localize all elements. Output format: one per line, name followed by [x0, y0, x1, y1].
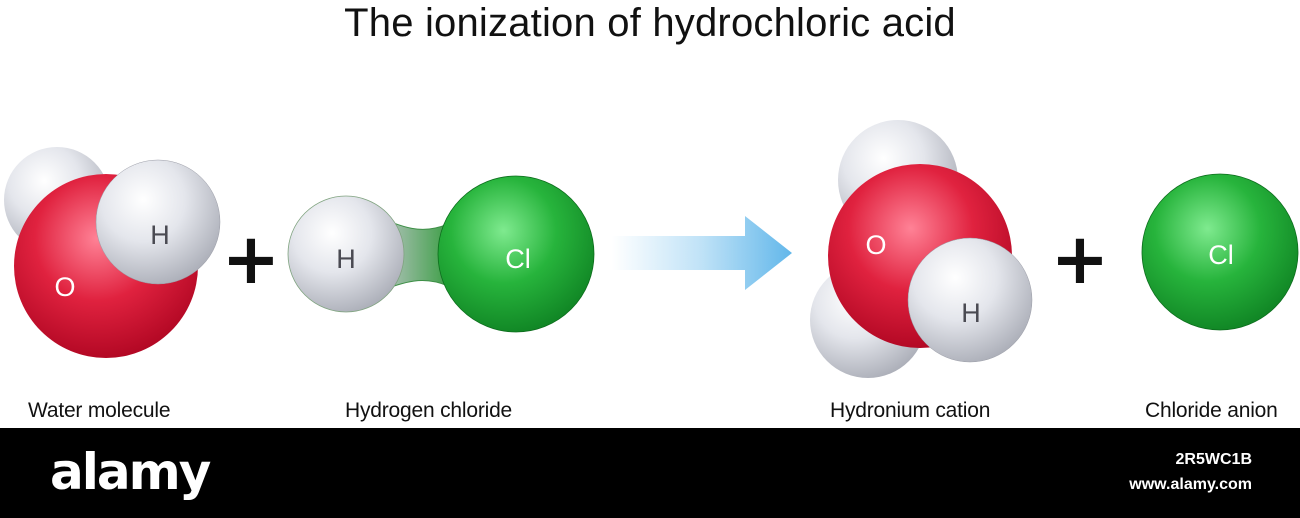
reaction-diagram: O H + H Cl O H + Cl [4, 120, 1299, 378]
plus-sign-left: + [222, 218, 281, 300]
hcl-hydrogen-label: H [336, 244, 356, 274]
water-molecule: O H [4, 147, 221, 358]
caption-water-molecule: Water molecule [28, 399, 171, 422]
hydronium-hydrogen-front-atom [907, 237, 1033, 363]
plus-sign-right: + [1051, 218, 1110, 300]
caption-chloride-anion: Chloride anion [1145, 399, 1278, 422]
water-oxygen-label: O [54, 272, 75, 302]
hydronium-oxygen-label: O [865, 230, 886, 260]
site-url-text: www.alamy.com [1129, 476, 1252, 493]
stock-watermark-footer: alamy 2R5WC1B www.alamy.com [0, 428, 1300, 518]
water-hydrogen-label: H [150, 220, 170, 250]
reaction-arrow [612, 216, 792, 290]
chloride-anion: Cl [1141, 173, 1299, 331]
image-id-text: 2R5WC1B [1175, 451, 1252, 468]
caption-hydrogen-chloride: Hydrogen chloride [345, 399, 513, 422]
hydrogen-chloride-molecule: H Cl [287, 175, 595, 333]
water-hydrogen-front-atom [95, 159, 221, 285]
chloride-chlorine-atom [1141, 173, 1299, 331]
hydronium-hydrogen-label: H [961, 298, 981, 328]
hcl-chlorine-atom [437, 175, 595, 333]
brand-logo: alamy [50, 443, 211, 501]
hcl-hydrogen-atom [287, 195, 405, 313]
chloride-chlorine-label: Cl [1208, 240, 1234, 270]
hydronium-cation: O H [810, 120, 1033, 378]
hcl-chlorine-label: Cl [505, 244, 531, 274]
caption-hydronium-cation: Hydronium cation [830, 399, 991, 422]
diagram-title: The ionization of hydrochloric acid [344, 1, 956, 45]
